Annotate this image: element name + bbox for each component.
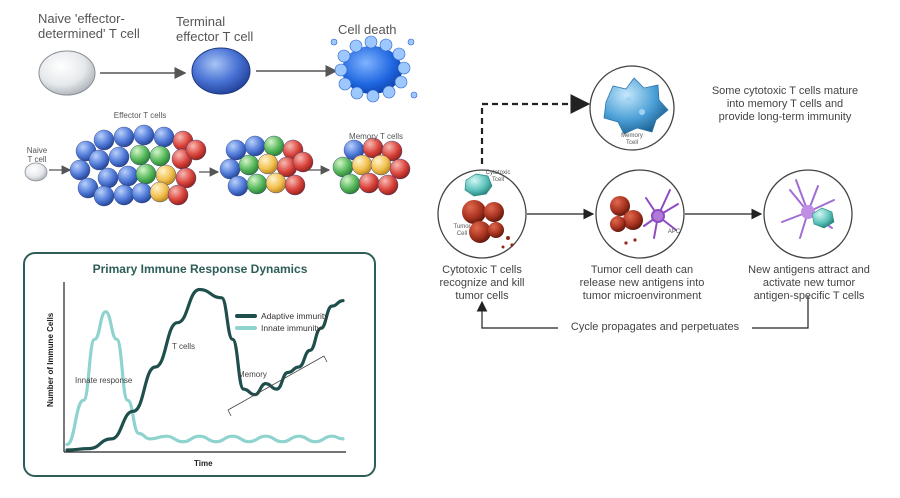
effector-tcells-label: Effector T cells [113,111,167,120]
caption-antigen: Tumor cell death can release new antigen… [579,264,705,302]
series-layer [65,287,345,452]
series-line-innate-immunity [65,310,345,447]
memory-tcell-label: Memory Tcell [621,133,643,146]
memory-tcell-illustration [603,77,669,135]
immune-response-chart: Adaptive immurity Innate immunity Innate… [46,282,346,468]
legend-label-innate: Innate immunity [261,323,322,333]
terminal-effector-cell [191,47,251,95]
memory-description: Some cytotoxic T cells mature into memor… [711,85,859,123]
cell-death-label: Cell death [338,22,397,37]
terminal-effector-label: Terminal effector T cell [176,14,254,44]
caption-activate: New antigens attract and activate new tu… [748,264,870,302]
apc-label: APC [667,229,681,235]
memory-cluster [332,137,411,196]
dying-cell [330,35,418,103]
chart-axes [63,282,346,453]
naive-tcell-label: Naive T cell [26,146,48,164]
cytotoxic-tcell-illustration [464,173,493,197]
chart-title: Primary Immune Response Dynamics [92,262,308,276]
contraction-cluster [219,135,314,197]
chart-panel [23,252,376,477]
chart-legend: Adaptive immurity Innate immunity [235,311,329,333]
y-axis-label: Number of Immune Cells [46,312,55,407]
annotation-memory: Memory [238,370,267,379]
annotation-tcells: T cells [172,342,195,351]
naive-effector-cell [38,50,96,96]
series-line-adaptive-immurity [65,287,345,452]
memory-tcells-label: Memory T cells [349,132,403,141]
tumor-cell-illustration [462,200,514,249]
annotation-innate: Innate response [75,376,133,385]
dying-tumor-illustration [610,196,643,245]
effector-cluster [69,124,207,207]
dashed-memory-arrow [480,94,591,164]
tumor-cell-label: Tumor Cell [453,224,471,237]
x-axis-label: Time [194,459,213,468]
caption-kill: Cytotoxic T cells recognize and kill tum… [439,264,525,302]
naive-effector-label: Naive 'effector- determined' T cell [38,11,140,41]
naive-small-cell [24,162,48,182]
legend-label-adaptive: Adaptive immurity [261,311,329,321]
cytotoxic-tcell-label: Cytotoxic Tcell [485,170,511,183]
cancer-immunity-cycle [437,65,853,329]
top-left-diagram [24,35,418,207]
loop-label: Cycle propagates and perpetuates [558,321,752,334]
activated-tcell-illustration [781,179,835,239]
apc-illustration [643,189,679,239]
memory-bracket [227,355,328,417]
